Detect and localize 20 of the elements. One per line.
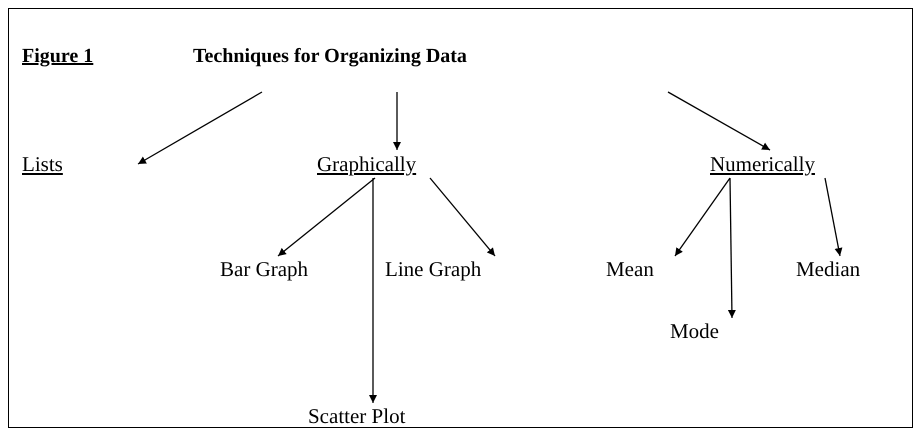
node-label: Numerically xyxy=(710,154,815,175)
node-label: Bar Graph xyxy=(220,259,308,280)
figure-label: Figure 1 xyxy=(22,46,94,66)
node-label: Line Graph xyxy=(385,259,482,280)
arrow xyxy=(824,178,842,256)
node-label: Techniques for Organizing Data xyxy=(192,44,468,69)
arrow xyxy=(728,178,736,318)
node-label: Mean xyxy=(606,259,654,280)
node-label: Median xyxy=(796,259,860,280)
arrow xyxy=(138,91,262,165)
node-label: Graphically xyxy=(317,154,416,175)
arrow xyxy=(369,178,377,403)
node-label: Lists xyxy=(22,154,63,175)
arrow xyxy=(278,178,376,256)
arrow xyxy=(393,92,401,150)
arrow xyxy=(430,178,496,256)
arrow xyxy=(668,91,770,151)
node-label: Mode xyxy=(670,321,719,342)
node-label: Scatter Plot xyxy=(308,406,406,427)
arrow xyxy=(674,178,731,256)
